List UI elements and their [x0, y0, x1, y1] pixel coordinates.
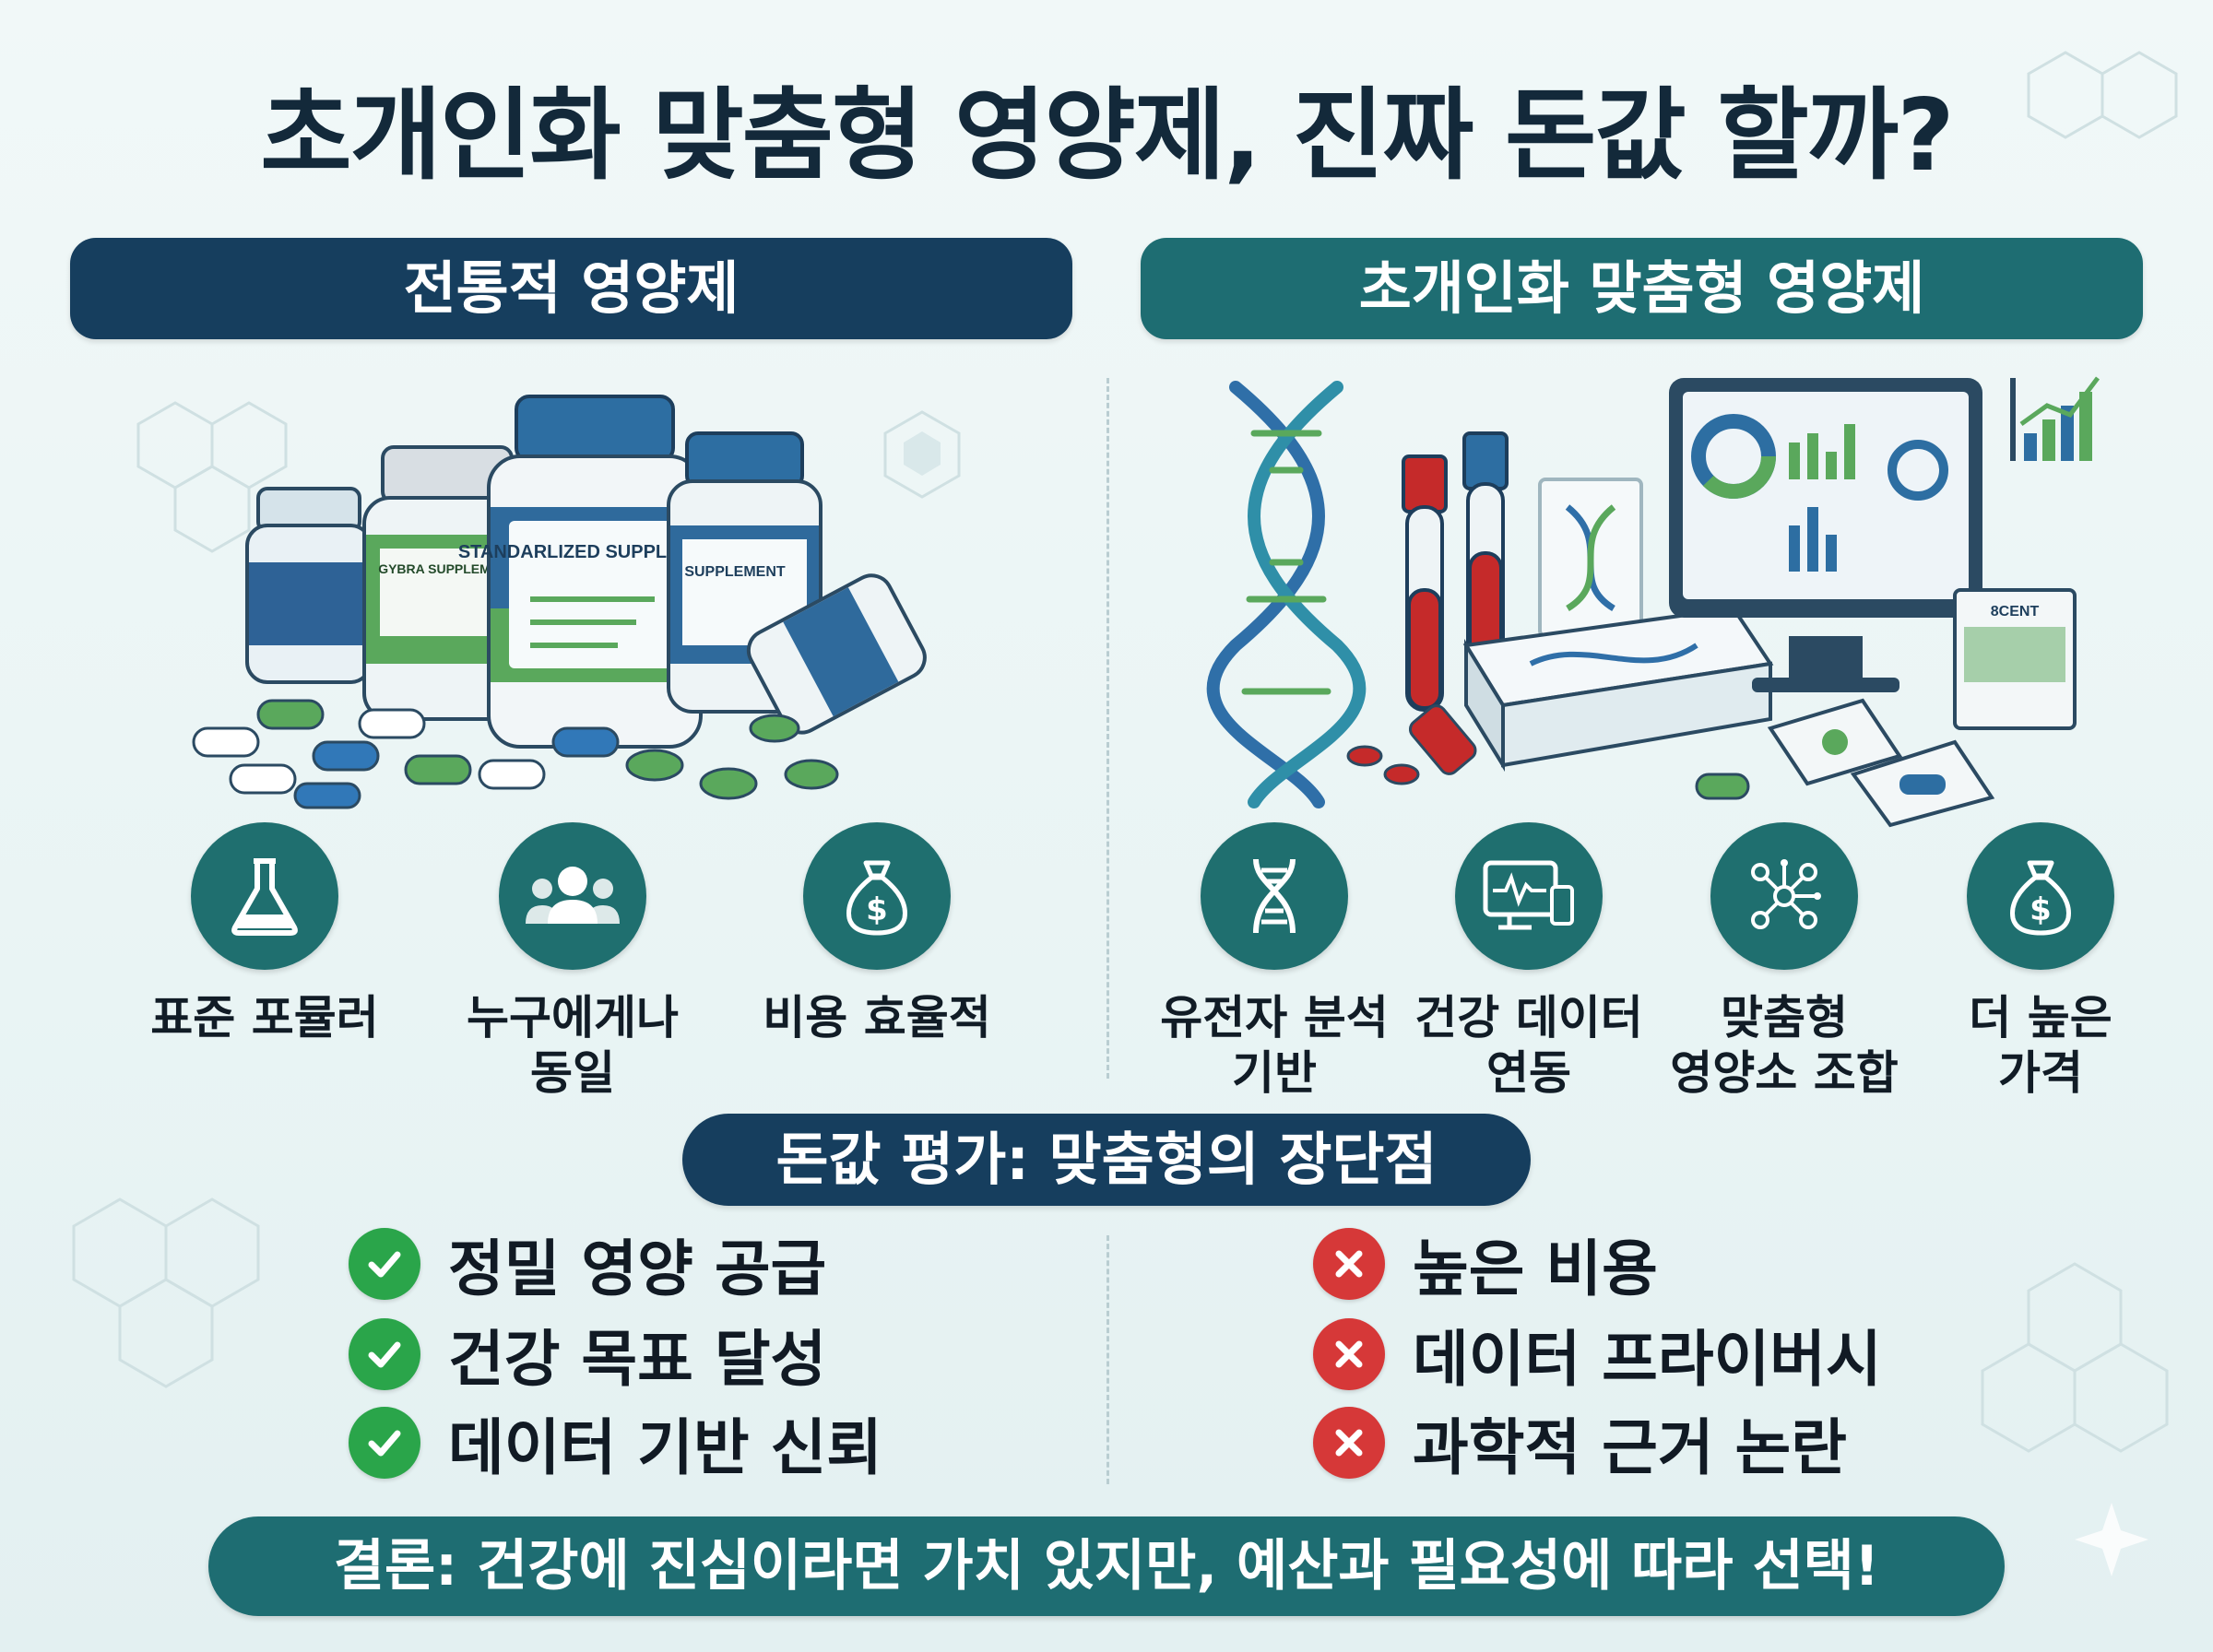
- x-icon: [1313, 1228, 1385, 1300]
- dna-icon: [1201, 822, 1348, 970]
- feature-label-line1: 더 높은: [1969, 991, 2112, 1044]
- pro-item: 정밀 영양 공급: [349, 1222, 826, 1305]
- feature-label-line1: 건강 데이터: [1414, 991, 1643, 1044]
- molecule-network-icon: [1710, 822, 1858, 970]
- check-icon: [349, 1407, 420, 1479]
- money-bag-icon: $: [1967, 822, 2114, 970]
- conclusion-banner: 결론: 건강에 진심이라면 가치 있지만, 예산과 필요성에 따라 선택!: [208, 1516, 2005, 1616]
- bottle-label-gybra: GYBRA SUPPLEMENT: [378, 561, 516, 576]
- check-icon: [349, 1228, 420, 1300]
- feature-custom-nutrient-combo: 맞춤형 영양소 조합: [1651, 822, 1918, 1101]
- con-text: 데이터 프라이버시: [1413, 1324, 1882, 1395]
- con-item: 과학적 근거 논란: [1313, 1401, 1847, 1484]
- feature-health-data: 건강 데이터 연동: [1395, 822, 1663, 1101]
- evaluation-header: 돈값 평가: 맞춤형의 장단점: [682, 1114, 1531, 1206]
- supplement-bottles-illustration: GYBRA SUPPLEMENT STANDARLIZED SUPPLEMENT…: [192, 395, 927, 809]
- feature-label-line1: 맞춤형: [1721, 991, 1848, 1044]
- feature-label-line2: 동일: [530, 1046, 615, 1100]
- growth-chart-icon: [2010, 376, 2100, 461]
- bottle-label-supplement: SUPPLEMENT: [684, 564, 786, 580]
- feature-higher-price: $ 더 높은 가격: [1907, 822, 2174, 1101]
- svg-text:$: $: [866, 891, 888, 928]
- traditional-supplement-header: 전통적 영양제: [70, 238, 1072, 339]
- con-item: 데이터 프라이버시: [1313, 1313, 1882, 1396]
- feature-label-line1: 누구에게나: [467, 991, 679, 1044]
- pro-text: 건강 목표 달성: [448, 1324, 827, 1395]
- test-kit-box-icon: [1462, 606, 1774, 773]
- pro-text: 정밀 영양 공급: [448, 1233, 827, 1304]
- feature-standard-formula: 표준 포뮬러: [131, 822, 398, 1045]
- feature-genetic-analysis: 유전자 분석 기반: [1141, 822, 1408, 1101]
- pro-item: 데이터 기반 신뢰: [349, 1401, 882, 1484]
- x-icon: [1313, 1407, 1385, 1479]
- feature-label-line1: 표준 포뮬러: [150, 991, 379, 1044]
- tipped-bottle-icon: [746, 573, 927, 735]
- feature-label-line1: 유전자 분석: [1160, 991, 1389, 1044]
- pills-icon: [192, 699, 839, 809]
- pro-text: 데이터 기반 신뢰: [448, 1412, 882, 1483]
- small-bottle-icon: [245, 487, 373, 684]
- people-icon: [499, 822, 646, 970]
- feature-label-line2: 영양소 조합: [1670, 1046, 1899, 1100]
- personalized-supplement-header: 초개인화 맞춤형 영양제: [1141, 238, 2143, 339]
- feature-cost-effective: $ 비용 효율적: [743, 822, 1011, 1045]
- dna-helix-icon: [1206, 381, 1367, 808]
- feature-label-line2: 가격: [1998, 1046, 2083, 1100]
- flask-icon: [191, 822, 338, 970]
- feature-label-line2: 연동: [1486, 1046, 1571, 1100]
- con-item: 높은 비용: [1313, 1222, 1658, 1305]
- feature-label-line2: 기반: [1232, 1046, 1317, 1100]
- monitor-heartbeat-icon: [1455, 822, 1603, 970]
- check-icon: [349, 1318, 420, 1390]
- personalized-tech-illustration: 8CENT: [1206, 376, 2100, 828]
- monitor-icon: [1669, 378, 1982, 692]
- page-title: 초개인화 맞춤형 영양제, 진짜 돈값 할까?: [260, 78, 1954, 194]
- feature-label-line1: 비용 효율적: [763, 991, 991, 1044]
- con-text: 높은 비용: [1413, 1233, 1658, 1304]
- money-bag-icon: $: [803, 822, 951, 970]
- scattered-pills-icon: [1346, 704, 1750, 800]
- bottle-label-standardized: STANDARLIZED SUPPLEMENT: [458, 542, 731, 562]
- feature-same-for-everyone: 누구에게나 동일: [439, 822, 706, 1101]
- panel-divider: [1106, 378, 1109, 1079]
- con-text: 과학적 근거 논란: [1413, 1412, 1847, 1483]
- packet-label: 8CENT: [1991, 604, 2040, 620]
- pro-item: 건강 목표 달성: [349, 1313, 826, 1396]
- supplement-packets-icon: 8CENT: [1767, 588, 2077, 828]
- dna-packet-icon: [1538, 478, 1643, 638]
- x-icon: [1313, 1318, 1385, 1390]
- svg-text:$: $: [2030, 891, 2052, 928]
- pros-cons-divider: [1106, 1235, 1109, 1484]
